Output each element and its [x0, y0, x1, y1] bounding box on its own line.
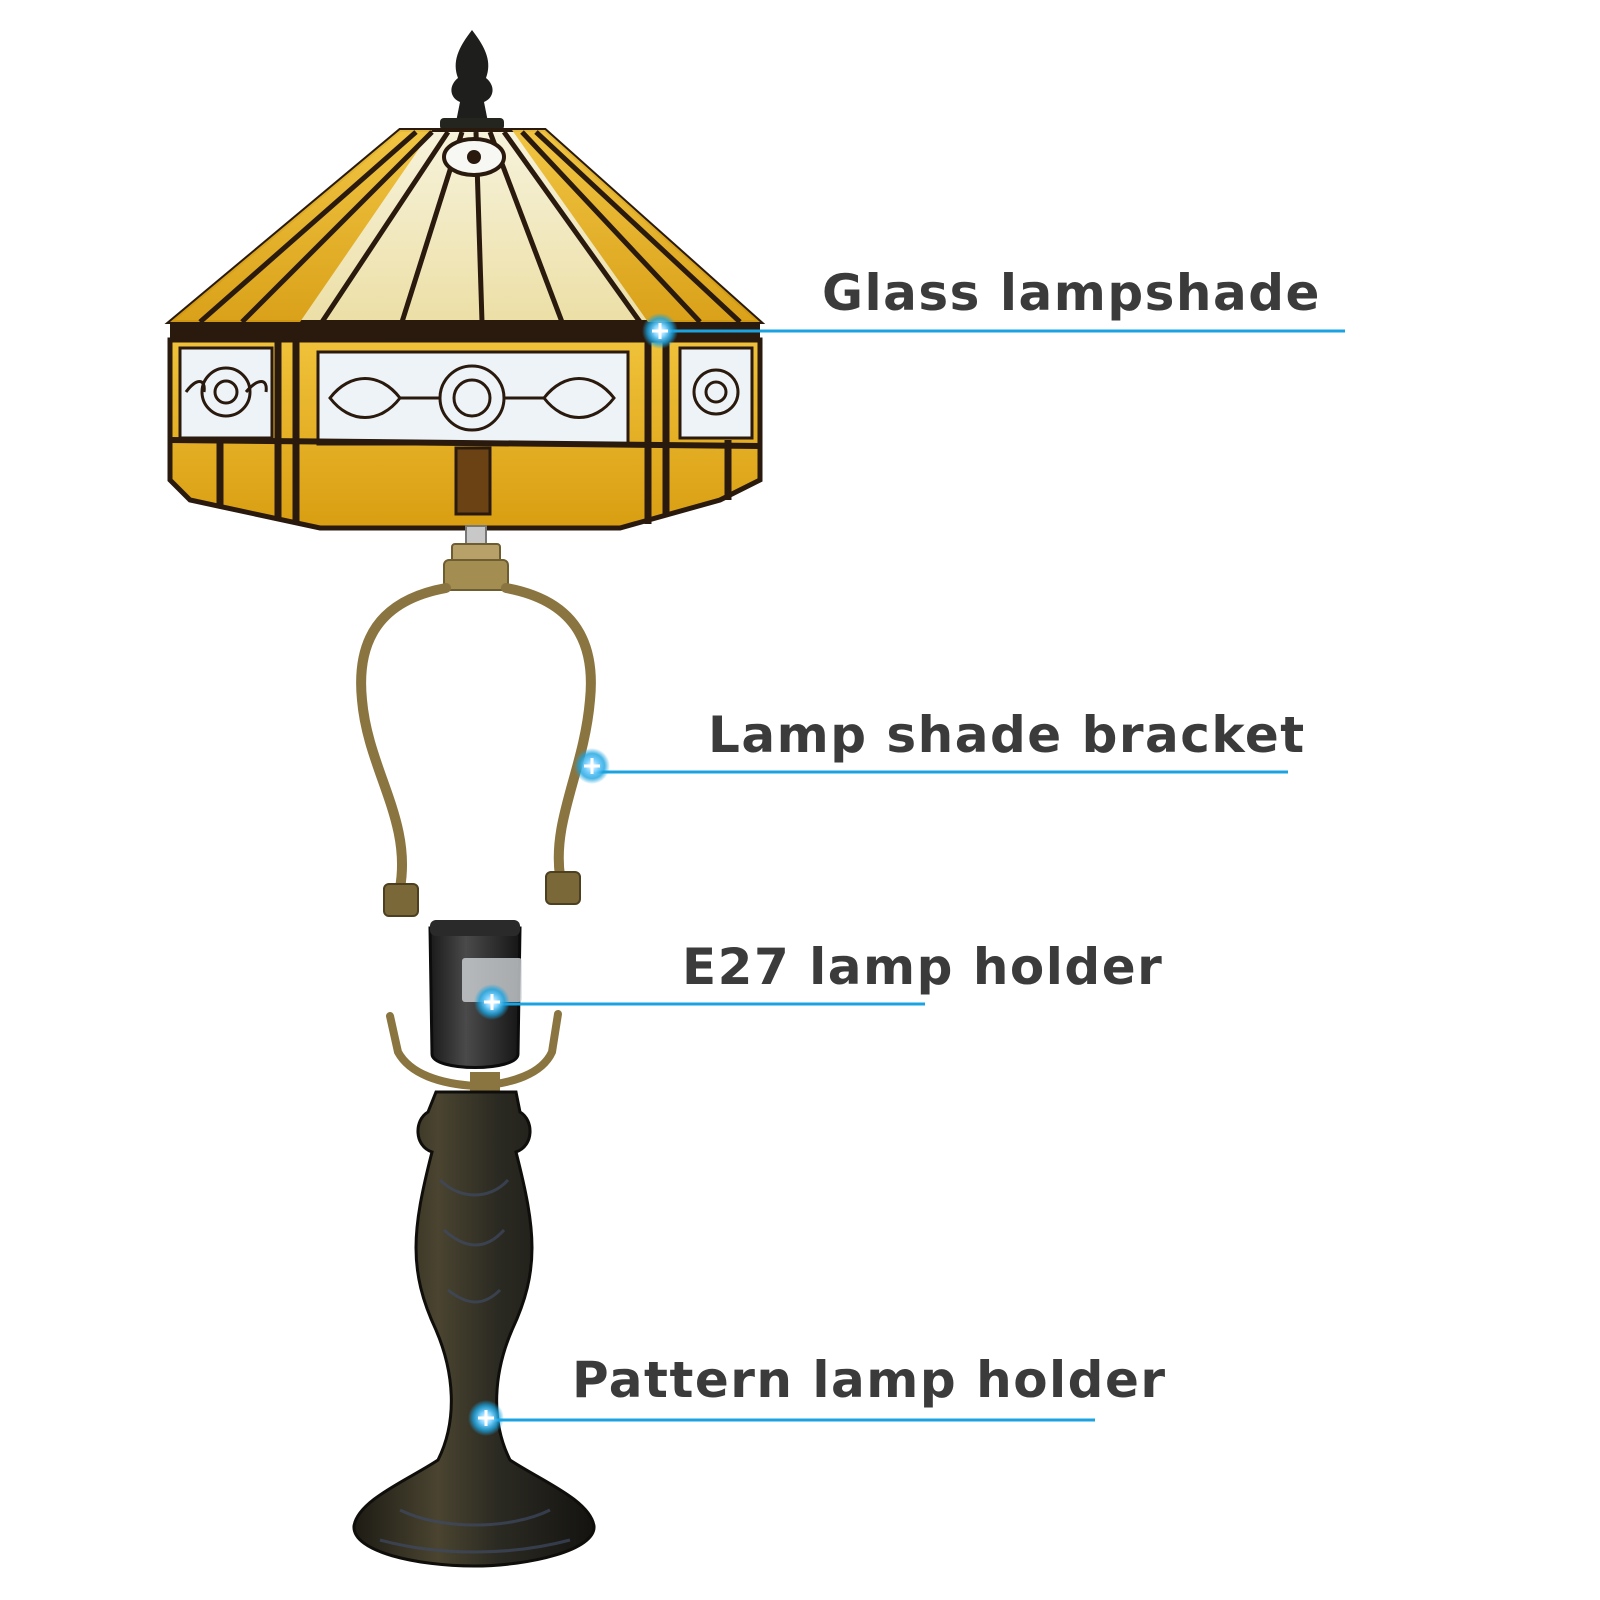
label-e27-lamp-holder: E27 lamp holder — [682, 938, 1164, 996]
e27-lamp-holder — [386, 920, 562, 1092]
leader-glass-lampshade — [642, 313, 1345, 349]
drum-cames — [216, 340, 732, 524]
cone-ribs — [198, 130, 742, 324]
lampshade-finial — [440, 30, 504, 130]
label-lamp-shade-bracket: Lamp shade bracket — [708, 706, 1306, 764]
lampshade-decorative-panels — [178, 346, 754, 446]
leader-pattern-lamp-holder — [468, 1400, 1095, 1436]
pattern-lamp-holder — [352, 1090, 596, 1568]
lamp-shade-bracket — [356, 525, 596, 917]
leader-e27-lamp-holder — [474, 984, 925, 1020]
glass-lampshade — [164, 30, 766, 531]
label-pattern-lamp-holder: Pattern lamp holder — [572, 1351, 1167, 1409]
leader-lamp-shade-bracket — [574, 748, 1288, 784]
label-glass-lampshade: Glass lampshade — [822, 264, 1321, 322]
